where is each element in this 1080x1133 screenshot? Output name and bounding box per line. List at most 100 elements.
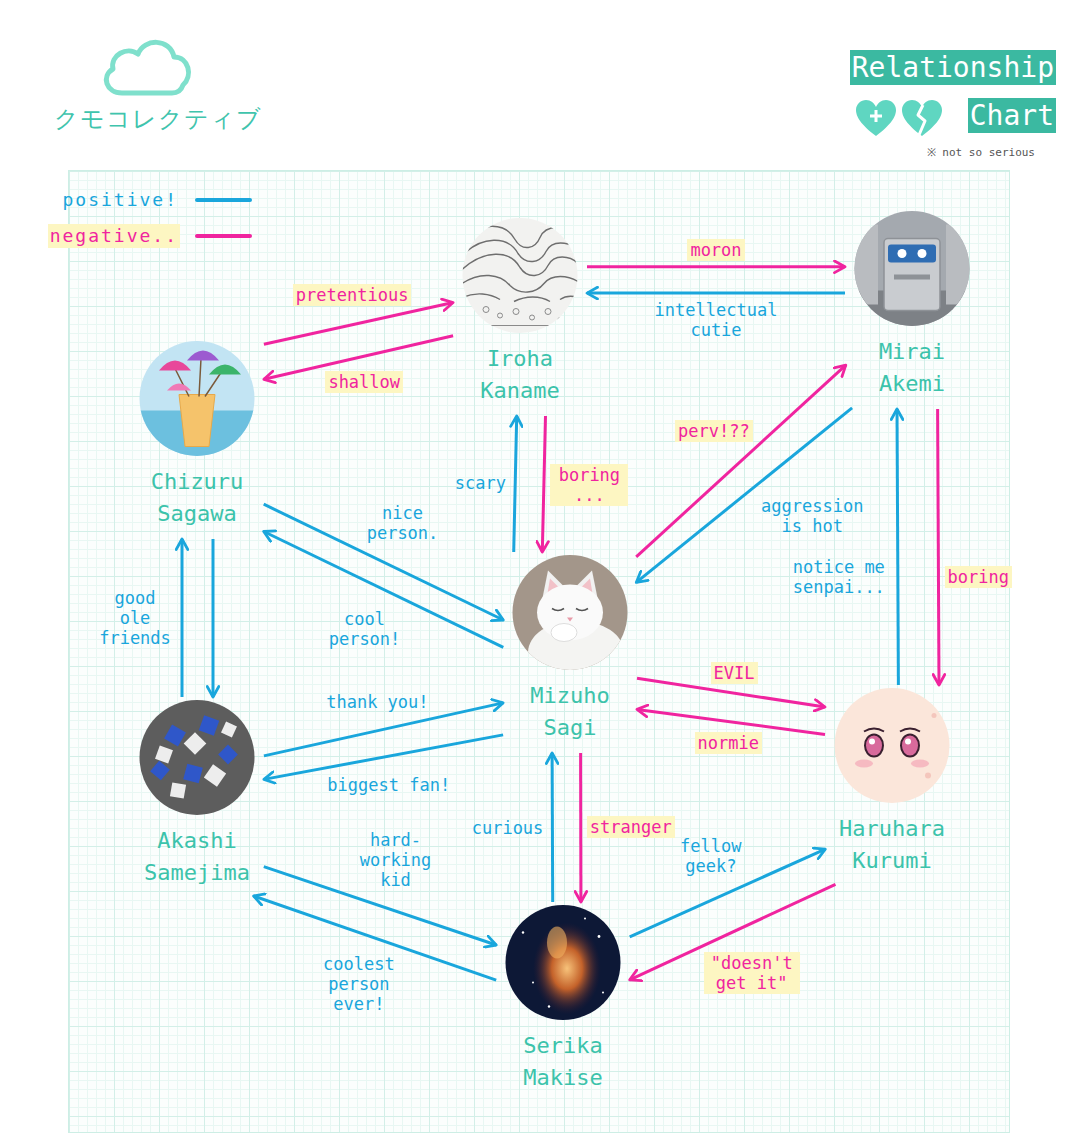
drink-portrait-part [187,351,219,361]
legend-swatch [195,198,252,202]
edge-label: shallow [325,371,403,393]
ticket-gate-portrait-part [888,245,936,263]
edge-label: boring ... [550,464,628,506]
nebula-portrait-part [548,1005,550,1007]
relation-arrow [264,303,453,345]
nebula-portrait-part [598,935,601,938]
nebula-portrait-part [522,931,524,933]
edge-label: EVIL [711,662,758,684]
character-node: Haruhara Kurumi [828,688,956,883]
cat-portrait-part [537,585,603,641]
wave-portrait-part [462,226,578,247]
cat-portrait-part [512,555,628,685]
note-text: ※ not so serious [927,146,1035,160]
wave-portrait-part [483,307,489,313]
ticket-gate-portrait-part [918,249,927,258]
wave-portrait-part [498,313,503,318]
nebula-portrait-part [522,918,604,1008]
relation-arrow [264,867,496,945]
cubes-portrait-part [183,764,203,784]
relation-arrow [212,539,215,697]
ticket-gate-portrait-part [854,225,878,305]
drink-portrait-part [209,365,241,375]
character-node: Serika Makise [499,905,627,1100]
edge-label: aggression is hot [754,495,870,537]
face-portrait-part [911,760,929,768]
nebula-portrait-part [584,918,586,920]
edge-label: hard-working kid [355,829,437,891]
wave-portrait [462,218,578,334]
wave-portrait-part [462,275,578,292]
heart-icons-part [870,110,882,122]
edge-label: scary [452,472,509,494]
edge-label: good ole friends [94,587,176,649]
ticket-gate-portrait-part [884,239,940,311]
nebula-portrait-part [505,905,621,1021]
edge-label: notice me senpai... [786,556,892,598]
nebula-portrait-part [602,992,604,994]
wave-portrait-part [462,294,578,302]
character-name: Chizuru Sagawa [133,466,261,530]
edge-label: "doesn't get it" [704,952,800,994]
nebula-portrait-part [505,905,621,1021]
cloud-logo [106,42,188,93]
cubes-portrait-part [218,745,238,765]
heart-icons [856,100,942,136]
character-name: Akashi Samejima [133,825,261,889]
heart-icons-part [918,105,925,135]
cat-portrait-part [551,624,577,642]
wave-portrait-part [530,315,535,320]
character-name: Serika Makise [499,1030,627,1094]
heart-icons-part [902,100,942,136]
face-portrait-part [905,739,911,745]
character-node: Iroha Kaname [456,218,584,413]
character-node: Mizuho Sagi [506,555,634,750]
cubes-portrait-part [184,732,207,755]
character-name: Mizuho Sagi [506,680,634,744]
relation-arrow [938,409,939,685]
relation-arrow [587,291,845,294]
wave-portrait-part [513,309,519,315]
cubes-portrait-part [139,700,255,816]
cubes-portrait-part [170,782,186,798]
wave-portrait-part [462,254,578,275]
cubes-portrait [139,700,255,816]
face-portrait-part [901,735,919,757]
cubes-portrait-part [139,700,255,816]
character-node: Akashi Samejima [133,700,261,895]
logo-text: クモコレクティブ [54,104,262,134]
edge-label: boring [945,566,1012,588]
legend-swatch [195,234,252,238]
character-node: Chizuru Sagawa [133,341,261,536]
ticket-gate-portrait-part [854,211,970,331]
cat-portrait-part [552,609,588,611]
cat-portrait-part [528,621,624,685]
wave-portrait-part [462,218,578,334]
cloud-logo-part [106,42,188,93]
face-portrait-part [834,688,950,804]
cubes-portrait-part [164,725,186,747]
edge-label: perv!?? [675,420,753,442]
nebula-portrait-part [547,927,567,959]
edge-label: pretentious [293,284,412,306]
cubes-portrait-part [221,722,237,738]
relation-arrow [181,539,184,697]
wave-portrait-part [462,307,578,326]
relation-arrow [551,753,555,902]
character-node: Mirai Akemi [848,211,976,406]
nebula-portrait [505,905,621,1021]
edge-label: biggest fan! [324,774,453,796]
edge-label: moron [687,239,744,261]
character-name: Mirai Akemi [848,336,976,400]
wave-portrait-part [462,226,578,301]
drink-portrait-part [159,361,191,371]
cubes-portrait-part [199,715,220,736]
wave-portrait-part [545,309,551,315]
character-name: Iroha Kaname [456,343,584,407]
nebula-portrait-part [532,982,534,984]
wave-portrait-part [558,318,562,322]
face-portrait-part [834,688,950,804]
